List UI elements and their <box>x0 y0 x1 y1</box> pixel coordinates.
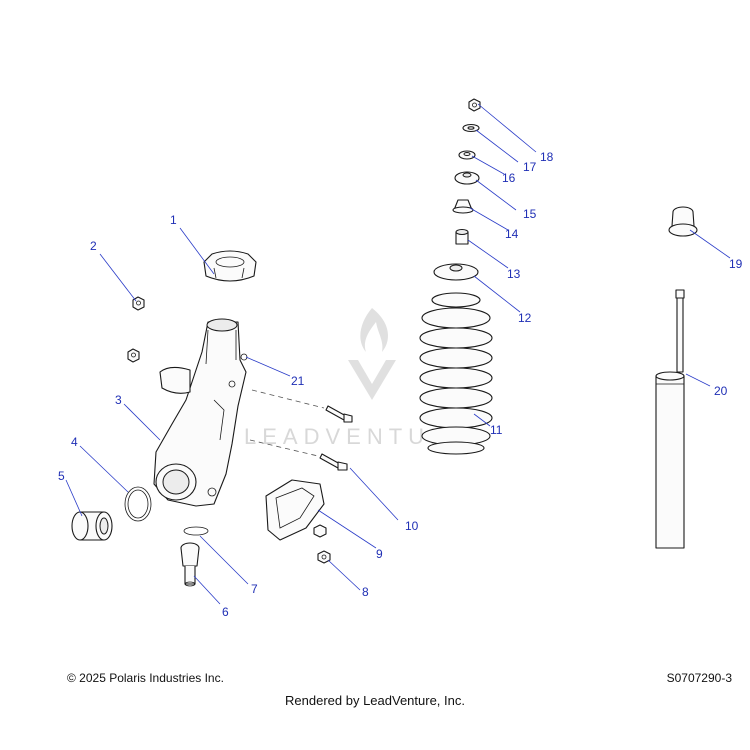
rendered-by-text: Rendered by LeadVenture, Inc. <box>285 693 465 708</box>
part-13-bushing[interactable] <box>455 229 469 245</box>
callout-20[interactable]: 20 <box>714 384 728 398</box>
part-2-nut-secondary[interactable] <box>127 348 140 363</box>
part-20-shock-absorber[interactable] <box>655 289 685 549</box>
part-1-spring-seat[interactable] <box>203 250 257 282</box>
part-15-mount[interactable] <box>454 171 480 185</box>
callout-17[interactable]: 17 <box>523 160 537 174</box>
flame-icon <box>360 308 388 352</box>
part-6-ball-joint[interactable] <box>180 542 200 587</box>
callout-8[interactable]: 8 <box>362 585 369 599</box>
bolt-axis-lines <box>249 389 325 457</box>
part-7-retaining-ring[interactable] <box>183 526 209 536</box>
leader-lines <box>65 103 731 605</box>
callout-11[interactable]: 11 <box>490 423 503 437</box>
callout-15[interactable]: 15 <box>523 207 537 221</box>
drawing-id: S0707290-3 <box>666 671 732 685</box>
callout-14[interactable]: 14 <box>505 227 519 241</box>
callout-9[interactable]: 9 <box>376 547 383 561</box>
part-14-cup[interactable] <box>452 199 474 214</box>
callout-4[interactable]: 4 <box>71 435 78 449</box>
copyright-text: © 2025 Polaris Industries Inc. <box>67 671 224 685</box>
part-12-spring-seat[interactable] <box>433 263 479 281</box>
chevron-logo-icon <box>348 360 396 400</box>
callout-labels: 1 2 3 4 5 6 7 8 9 10 11 12 13 14 15 16 1… <box>58 150 743 619</box>
callout-1[interactable]: 1 <box>170 213 177 227</box>
part-10-bolt-upper[interactable] <box>325 405 353 423</box>
callout-12[interactable]: 12 <box>518 311 532 325</box>
callout-3[interactable]: 3 <box>115 393 122 407</box>
part-4-snap-ring[interactable] <box>124 486 152 522</box>
callout-6[interactable]: 6 <box>222 605 229 619</box>
part-8-screw[interactable] <box>317 550 331 564</box>
callout-5[interactable]: 5 <box>58 469 65 483</box>
callout-19[interactable]: 19 <box>729 257 743 271</box>
callout-18[interactable]: 18 <box>540 150 554 164</box>
callout-7[interactable]: 7 <box>251 582 258 596</box>
callout-21[interactable]: 21 <box>291 374 305 388</box>
callout-2[interactable]: 2 <box>90 239 97 253</box>
part-3-knuckle[interactable] <box>153 318 247 507</box>
part-16-washer[interactable] <box>458 150 476 160</box>
part-11-coil-spring[interactable] <box>419 292 493 455</box>
part-17-washer[interactable] <box>462 123 480 133</box>
part-18-nut[interactable] <box>468 98 481 112</box>
callout-10[interactable]: 10 <box>405 519 419 533</box>
callout-13[interactable]: 13 <box>507 267 521 281</box>
part-5-bearing[interactable] <box>71 511 113 541</box>
part-9-shield[interactable] <box>265 479 327 541</box>
callout-16[interactable]: 16 <box>502 171 516 185</box>
part-19-bump-stop[interactable] <box>668 206 698 237</box>
part-10-bolt-lower[interactable] <box>319 453 348 471</box>
